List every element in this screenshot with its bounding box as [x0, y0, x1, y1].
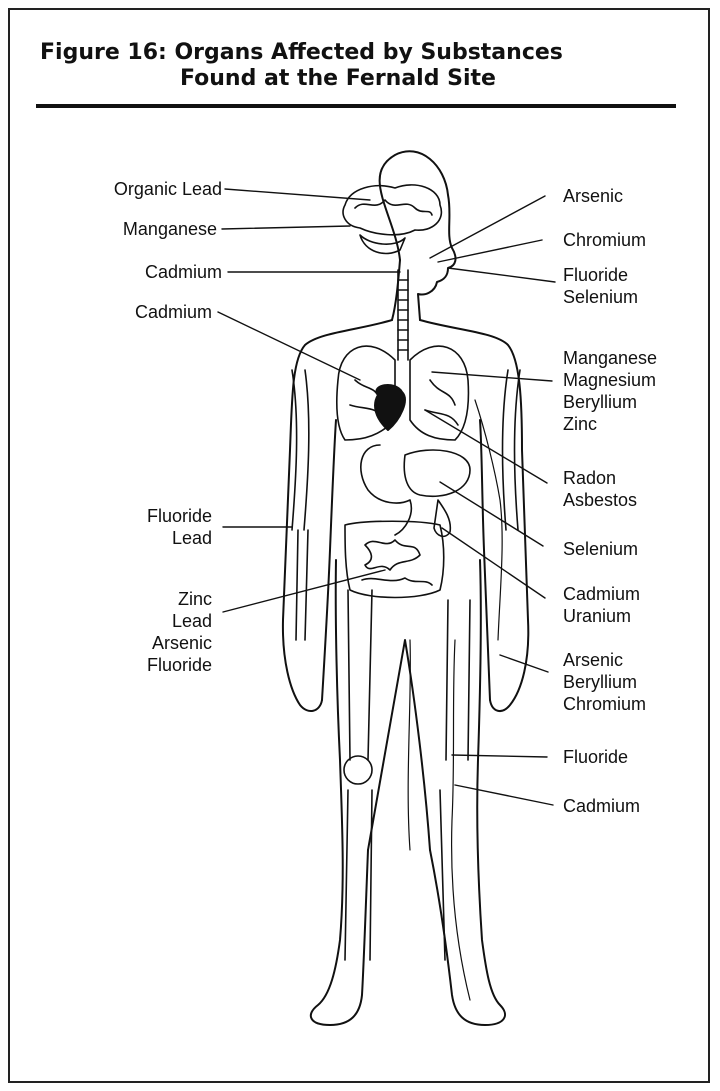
label-cadmium-uranium: Cadmium Uranium — [563, 583, 640, 627]
label-arsenic-mouth: Arsenic — [563, 185, 623, 207]
label-radon-asbestos: Radon Asbestos — [563, 467, 637, 511]
label-line: Beryllium — [563, 391, 657, 413]
label-line: Fluoride — [563, 264, 638, 286]
label-text: Fluoride — [563, 747, 628, 767]
leader-radon-asbestos — [425, 410, 547, 483]
label-line: Arsenic — [563, 649, 646, 671]
label-fluoride-selenium: Fluoride Selenium — [563, 264, 638, 308]
leader-cadmium-lungs — [218, 312, 360, 380]
brain — [343, 185, 441, 254]
label-line: Magnesium — [563, 369, 657, 391]
label-text: Chromium — [563, 230, 646, 250]
label-line: Manganese — [563, 347, 657, 369]
label-chromium-nose: Chromium — [563, 229, 646, 251]
leader-lines-left — [218, 189, 400, 612]
label-cadmium-nasal: Cadmium — [62, 261, 222, 283]
leader-arsenic — [430, 196, 545, 258]
label-fluoride-bone: Fluoride — [563, 746, 628, 768]
label-manganese-brain: Manganese — [62, 218, 217, 240]
leader-fluoride-selenium — [448, 268, 555, 282]
label-text: Manganese — [123, 219, 217, 239]
label-intestine-group: Zinc Lead Arsenic Fluoride — [62, 588, 212, 676]
leader-fluoride-bone — [452, 755, 547, 757]
label-skin-group: Arsenic Beryllium Chromium — [563, 649, 646, 715]
leader-lines-right — [425, 196, 555, 805]
label-text: Cadmium — [145, 262, 222, 282]
leader-lung-metals — [432, 372, 552, 381]
label-line: Selenium — [563, 286, 638, 308]
leader-cadmium-uranium — [442, 528, 545, 598]
heart — [375, 385, 405, 430]
label-selenium-liver: Selenium — [563, 538, 638, 560]
label-line: Beryllium — [563, 671, 646, 693]
label-line: Zinc — [62, 588, 212, 610]
label-line: Fluoride — [62, 654, 212, 676]
label-line: Uranium — [563, 605, 640, 627]
label-organic-lead: Organic Lead — [62, 178, 222, 200]
label-line: Lead — [62, 610, 212, 632]
label-line: Chromium — [563, 693, 646, 715]
label-line: Asbestos — [563, 489, 637, 511]
label-line: Fluoride — [62, 505, 212, 527]
label-line: Lead — [62, 527, 212, 549]
label-text: Cadmium — [563, 796, 640, 816]
label-line: Cadmium — [563, 583, 640, 605]
leader-organic-lead — [225, 189, 370, 200]
label-cadmium-bone: Cadmium — [563, 795, 640, 817]
leader-manganese — [222, 226, 350, 229]
label-line: Zinc — [563, 413, 657, 435]
body-outline — [283, 151, 528, 1025]
trachea — [398, 270, 408, 360]
label-line: Radon — [563, 467, 637, 489]
label-line: Arsenic — [62, 632, 212, 654]
label-lung-metals: Manganese Magnesium Beryllium Zinc — [563, 347, 657, 435]
leader-intestine-group — [223, 570, 385, 612]
leader-cadmium-bone — [455, 785, 553, 805]
label-text: Organic Lead — [114, 179, 222, 199]
skeleton — [292, 370, 520, 960]
label-text: Cadmium — [135, 302, 212, 322]
label-fluoride-lead: Fluoride Lead — [62, 505, 212, 549]
intestines — [345, 521, 444, 597]
blood-vessels — [408, 400, 502, 1000]
label-cadmium-lungs: Cadmium — [62, 301, 212, 323]
label-text: Selenium — [563, 539, 638, 559]
label-text: Arsenic — [563, 186, 623, 206]
